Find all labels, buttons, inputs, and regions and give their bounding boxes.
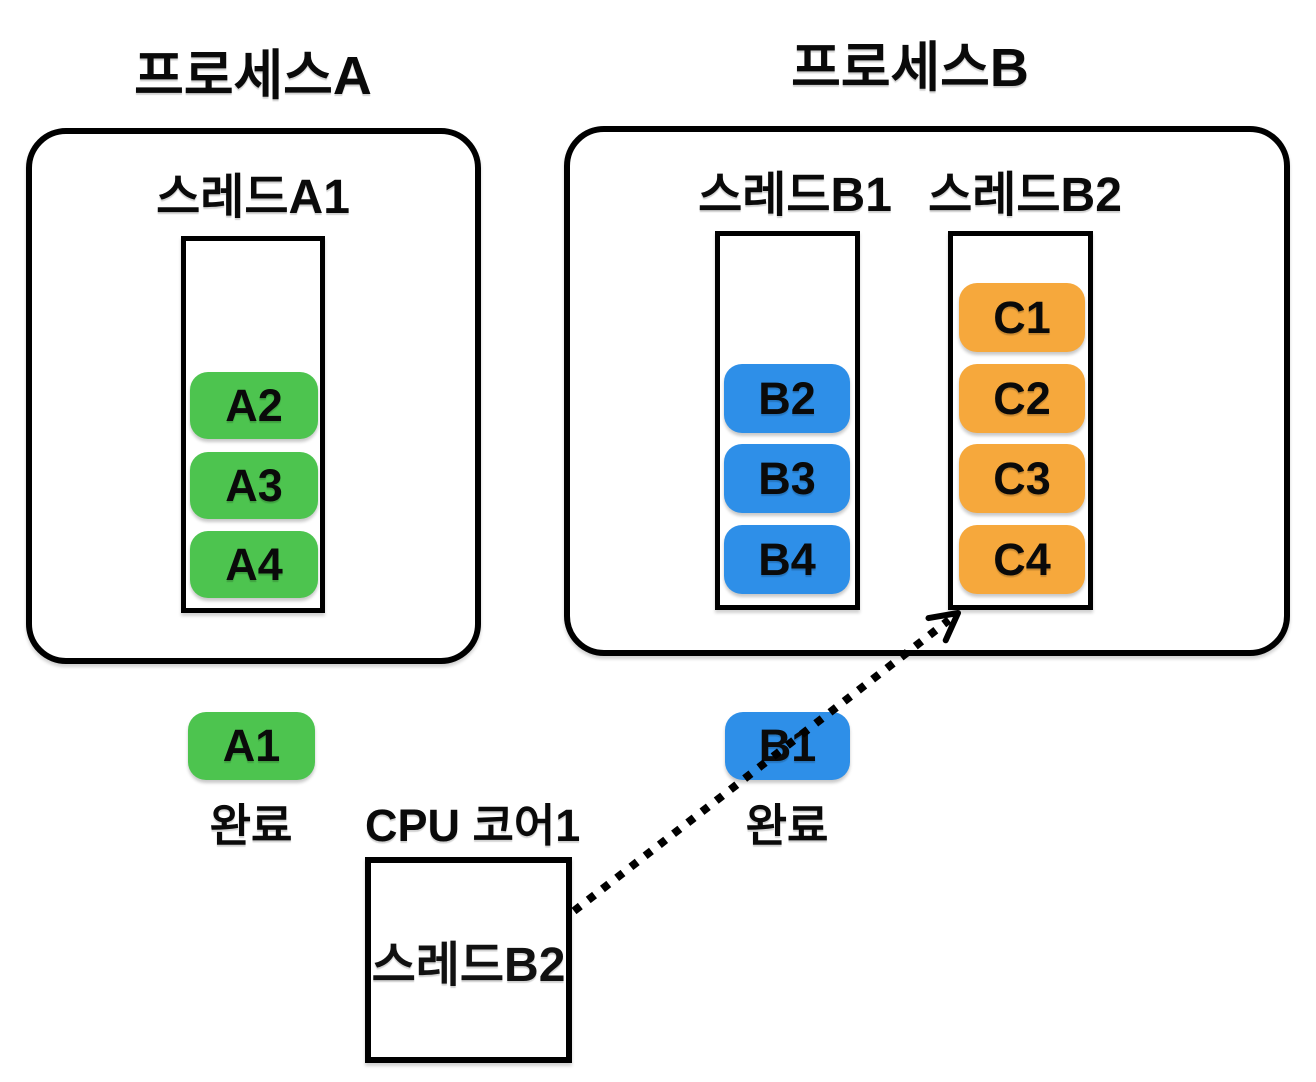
task-box-a4: A4 <box>190 531 318 598</box>
task-box-b2: B2 <box>724 364 850 433</box>
task-box-c3: C3 <box>959 444 1085 513</box>
task-box-c4: C4 <box>959 525 1085 594</box>
task-box-c2: C2 <box>959 364 1085 433</box>
cpu-core-label: CPU 코어1 <box>365 800 581 851</box>
task-box-a3: A3 <box>190 452 318 519</box>
process-b-title: 프로세스B <box>791 38 1029 98</box>
thread-b2-label: 스레드B2 <box>928 169 1122 222</box>
cpu-core-box: 스레드B2 <box>365 857 572 1063</box>
thread-a1-label: 스레드A1 <box>156 171 350 224</box>
completed-box-a1: A1 <box>188 712 315 780</box>
thread-b1-label: 스레드B1 <box>698 169 892 222</box>
task-box-b4: B4 <box>724 525 850 594</box>
completed-b-caption: 완료 <box>745 800 829 851</box>
completed-a-caption: 완료 <box>209 800 293 851</box>
completed-box-b1: B1 <box>725 712 850 780</box>
task-box-c1: C1 <box>959 283 1085 352</box>
cpu-running-thread-label: 스레드B2 <box>371 939 566 992</box>
task-box-a2: A2 <box>190 372 318 439</box>
process-a-title: 프로세스A <box>134 46 372 106</box>
task-box-b3: B3 <box>724 444 850 513</box>
